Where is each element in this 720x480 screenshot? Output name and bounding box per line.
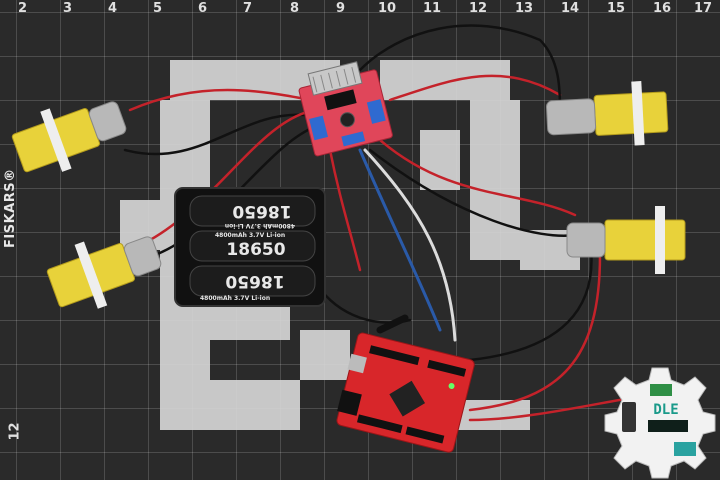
ruler-number: 10 [378, 1, 397, 16]
battery-cell [189, 195, 316, 227]
battery-label: 18650 [226, 240, 285, 260]
motor-driver-board [298, 61, 393, 157]
battery-cell [189, 265, 316, 297]
battery-cell [189, 230, 316, 262]
terminal-block [309, 115, 329, 141]
dle-badge: DLE [604, 367, 716, 479]
power-jack [337, 389, 362, 416]
battery-label: 18650 [225, 271, 284, 291]
motor-bottom-left [46, 236, 162, 309]
ruler-number: 8 [290, 1, 300, 16]
battery-small-text: 4800mAh 3.7V Li-ion [215, 232, 285, 239]
battery-label: 18650 [232, 201, 291, 221]
ruler-number: 5 [153, 1, 163, 16]
motor-top-left [11, 101, 127, 173]
heatsink [307, 61, 363, 96]
wire-black [468, 238, 593, 362]
battery-small-text: 4800mAh 3.7V Li-ion [200, 295, 270, 302]
ruler-number: 9 [336, 1, 346, 16]
ruler-number: 13 [515, 1, 534, 16]
wire-red [128, 88, 312, 112]
ruler-number: 7 [243, 1, 253, 16]
ruler-number: 2 [18, 1, 28, 16]
wire-black [313, 278, 412, 324]
wire-black [358, 24, 562, 112]
wire-white [363, 148, 457, 342]
arduino-board [336, 332, 475, 453]
ruler-number: 14 [561, 1, 580, 16]
battery-small-text: 4800mAh 3.7V Li-ion [225, 222, 295, 229]
ruler-number: 11 [423, 1, 442, 16]
usb-port [347, 353, 367, 374]
wire-red [378, 138, 577, 217]
wire-black [368, 148, 577, 237]
ruler-number: 6 [198, 1, 208, 16]
badge-text: DLE [653, 402, 678, 418]
motor-right-middle [566, 206, 686, 274]
microcontroller-chip [389, 380, 426, 417]
wire-red [388, 74, 562, 102]
battery-holder: 18650 4800mAh 3.7V Li-ion 18650 18650 48… [174, 187, 326, 307]
ruler-number: 4 [108, 1, 118, 16]
terminal-block [366, 99, 386, 124]
motor-top-right [545, 81, 669, 146]
ruler-number: 12 [469, 1, 488, 16]
ruler-number: 17 [694, 1, 713, 16]
barrel-plug [376, 314, 409, 334]
ruler-number: 15 [607, 1, 626, 16]
terminal-block [341, 131, 366, 147]
wire-black [123, 113, 307, 156]
wire-blue [358, 148, 442, 332]
wire-red [468, 253, 602, 412]
ruler-number: 3 [63, 1, 73, 16]
wire-red [328, 148, 362, 272]
ruler-number: 16 [653, 1, 672, 16]
